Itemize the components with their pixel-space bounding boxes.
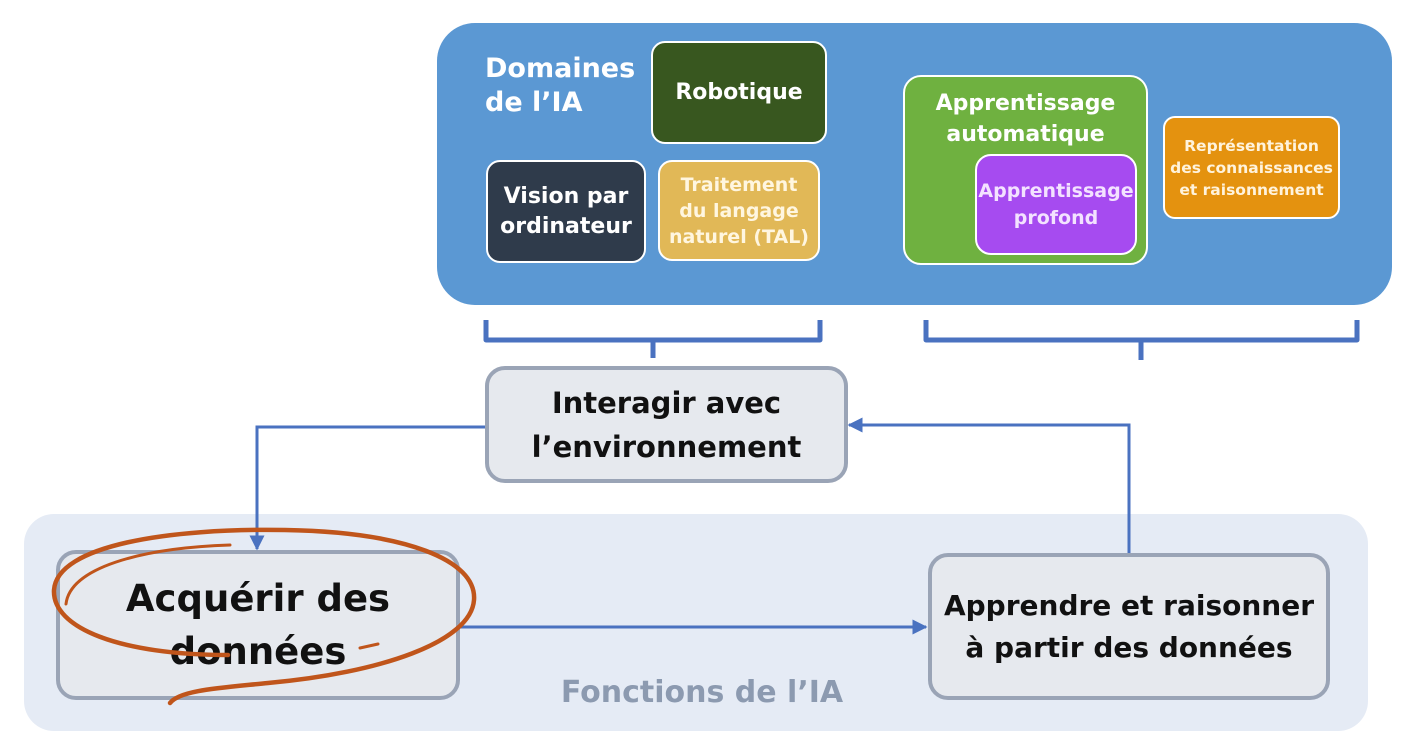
computer-vision-box: Vision par ordinateur: [486, 160, 646, 263]
left-bracket: [483, 320, 823, 358]
acquire-data-box: Acquérir des données: [56, 550, 460, 700]
learn-reason-box: Apprendre et raisonner à partir des donn…: [928, 553, 1330, 700]
robotics-box: Robotique: [651, 41, 827, 144]
deep-learning-box: Apprentissage profond: [975, 154, 1137, 255]
functions-title: Fonctions de l’IA: [560, 675, 844, 710]
right-bracket: [923, 320, 1360, 360]
domains-title: Domaines de l’IA: [485, 53, 636, 118]
machine-learning-label: Apprentissage automatique: [935, 91, 1116, 147]
hand-drawn-circle-annotation: [51, 527, 477, 706]
arrow-learn-to-interact: [847, 417, 1131, 553]
knowledge-representation-box: Représentation des connaissances et rais…: [1163, 116, 1340, 219]
interact-environment-box: Interagir avec l’environnement: [485, 366, 848, 483]
nlp-box: Traitement du langage naturel (TAL): [658, 160, 820, 261]
arrow-interact-to-acquire: [249, 425, 485, 551]
